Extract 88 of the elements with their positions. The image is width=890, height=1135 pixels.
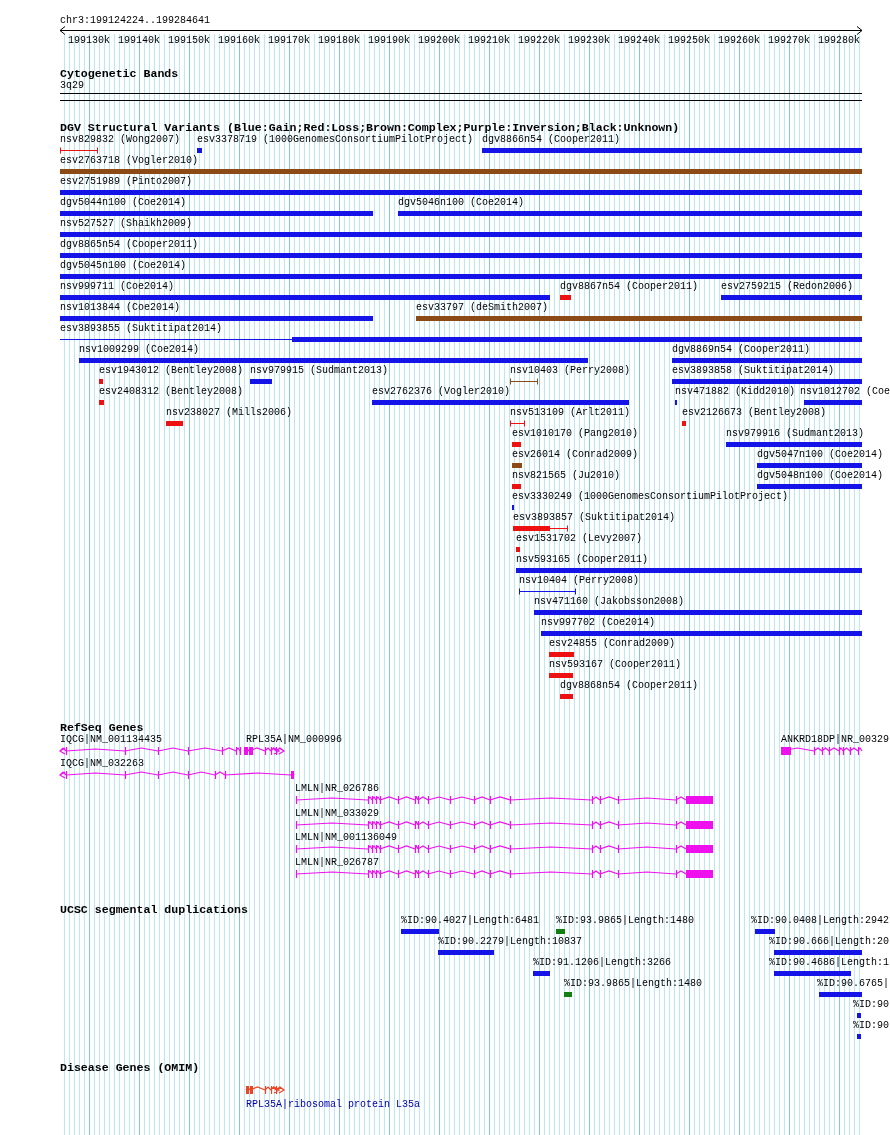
variant-label: dgv5048n100 (Coe2014) xyxy=(757,470,884,482)
variant-label: dgv8866n54 (Cooper2011) xyxy=(482,134,621,146)
gene-label: LMLN|NM_033029 xyxy=(295,808,379,820)
variant-label: esv2408312 (Bentley2008) xyxy=(99,386,244,398)
tick-label: 199230k xyxy=(567,35,610,47)
variant-label: dgv8868n54 (Cooper2011) xyxy=(560,680,699,692)
variant-label: esv2763718 (Vogler2010) xyxy=(60,155,199,167)
variant-label: nsv10403 (Perry2008) xyxy=(510,365,631,377)
tick-label: 199240k xyxy=(617,35,660,47)
tick-label: 199130k xyxy=(67,35,110,47)
duplication-label: %ID:90.4027|Length:6481 xyxy=(401,915,540,927)
variant-label: nsv821565 (Ju2010) xyxy=(512,470,621,482)
variant-label: nsv593167 (Cooper2011) xyxy=(549,659,682,671)
duplication-label: %ID:90 xyxy=(853,999,889,1011)
variant-label: nsv527527 (Shaikh2009) xyxy=(60,218,193,230)
variant-label: esv1531702 (Levy2007) xyxy=(516,533,643,545)
tick-label: 199250k xyxy=(667,35,710,47)
variant-label: esv3893855 (Suktitipat2014) xyxy=(60,323,223,335)
variant-label: nsv979915 (Sudmant2013) xyxy=(250,365,389,377)
variant-label: esv2762376 (Vogler2010) xyxy=(372,386,511,398)
variant-label: esv26014 (Conrad2009) xyxy=(512,449,639,461)
duplication-label: %ID:93.9865|Length:1480 xyxy=(556,915,695,927)
tick-label: 199270k xyxy=(767,35,810,47)
variant-label: esv1943012 (Bentley2008) xyxy=(99,365,244,377)
duplication-label: %ID:91.1206|Length:3266 xyxy=(533,957,672,969)
variant-label: esv3893857 (Suktitipat2014) xyxy=(513,512,676,524)
duplication-label: %ID:90.2279|Length:10837 xyxy=(438,936,583,948)
variant-label: esv33797 (deSmith2007) xyxy=(416,302,549,314)
variant-label: nsv997702 (Coe2014) xyxy=(541,617,656,629)
variant-label: esv3378719 (1000GenomesConsortiumPilotProject) xyxy=(197,134,474,146)
duplication-label: %ID:90.6765| xyxy=(817,978,889,990)
variant-label: nsv238027 (Mills2006) xyxy=(166,407,293,419)
variant-label: dgv5046n100 (Coe2014) xyxy=(398,197,525,209)
tick-label: 199200k xyxy=(417,35,460,47)
track-heading: RefSeq Genes xyxy=(60,720,144,734)
variant-label: nsv1012702 (Coe xyxy=(800,386,890,398)
variant-label: esv2126673 (Bentley2008) xyxy=(682,407,827,419)
variant-label: nsv471160 (Jakobsson2008) xyxy=(534,596,685,608)
variant-label: esv1010170 (Pang2010) xyxy=(512,428,639,440)
variant-label: esv3330249 (1000GenomesConsortiumPilotProject) xyxy=(512,491,789,503)
duplication-label: %ID:90.0408|Length:2942 xyxy=(751,915,890,927)
variant-label: dgv8867n54 (Cooper2011) xyxy=(560,281,699,293)
gene-label: LMLN|NR_026787 xyxy=(295,857,379,869)
variant-label: nsv10404 (Perry2008) xyxy=(519,575,640,587)
tick-label: 199150k xyxy=(167,35,210,47)
variant-label: dgv5045n100 (Coe2014) xyxy=(60,260,187,272)
duplication-label: %ID:90.4686|Length:1 xyxy=(769,957,890,969)
track-heading: DGV Structural Variants (Blue:Gain;Red:Loss;Brown:Complex;Purple:Inversion;Black:Unknown) xyxy=(60,120,680,134)
variant-label: nsv979916 (Sudmant2013) xyxy=(726,428,865,440)
gene-label: IQCG|NM_001134435 xyxy=(60,734,163,746)
tick-label: 199210k xyxy=(467,35,510,47)
tick-label: 199170k xyxy=(267,35,310,47)
variant-label: dgv5047n100 (Coe2014) xyxy=(757,449,884,461)
variant-label: nsv471882 (Kidd2010) xyxy=(675,386,796,398)
gene-label: LMLN|NR_026786 xyxy=(295,783,379,795)
gene-label: LMLN|NM_001136049 xyxy=(295,832,398,844)
band-label: 3q29 xyxy=(60,80,84,92)
gene-label: RPL35A|NM_000996 xyxy=(246,734,342,746)
variant-label: nsv829832 (Wong2007) xyxy=(60,134,181,146)
variant-label: nsv1009299 (Coe2014) xyxy=(79,344,200,356)
variant-label: dgv8865n54 (Cooper2011) xyxy=(60,239,199,251)
variant-label: dgv5044n100 (Coe2014) xyxy=(60,197,187,209)
duplication-label: %ID:90 xyxy=(853,1020,889,1032)
locus-title: chr3:199124224..199284641 xyxy=(60,15,211,27)
tick-label: 199280k xyxy=(817,35,860,47)
variant-label: nsv999711 (Coe2014) xyxy=(60,281,175,293)
tick-label: 199180k xyxy=(317,35,360,47)
variant-label: nsv513109 (Arlt2011) xyxy=(510,407,631,419)
gene-label: IQCG|NM_032263 xyxy=(60,758,144,770)
track-heading: Disease Genes (OMIM) xyxy=(60,1060,200,1074)
gene-label: RPL35A|ribosomal protein L35a xyxy=(246,1099,421,1111)
tick-label: 199140k xyxy=(117,35,160,47)
tick-label: 199220k xyxy=(517,35,560,47)
tick-label: 199190k xyxy=(367,35,410,47)
variant-label: nsv1013844 (Coe2014) xyxy=(60,302,181,314)
variant-label: esv2759215 (Redon2006) xyxy=(721,281,854,293)
duplication-label: %ID:90.666|Length:20 xyxy=(769,936,890,948)
track-heading: Cytogenetic Bands xyxy=(60,66,179,80)
gene-label: ANKRD18DP|NR_00329 xyxy=(781,734,890,746)
variant-label: nsv593165 (Cooper2011) xyxy=(516,554,649,566)
track-heading: UCSC segmental duplications xyxy=(60,902,248,916)
tick-label: 199160k xyxy=(217,35,260,47)
duplication-label: %ID:93.9865|Length:1480 xyxy=(564,978,703,990)
variant-label: esv3893858 (Suktitipat2014) xyxy=(672,365,835,377)
tick-label: 199260k xyxy=(717,35,760,47)
variant-label: esv2751989 (Pinto2007) xyxy=(60,176,193,188)
variant-label: dgv8869n54 (Cooper2011) xyxy=(672,344,811,356)
variant-label: esv24855 (Conrad2009) xyxy=(549,638,676,650)
